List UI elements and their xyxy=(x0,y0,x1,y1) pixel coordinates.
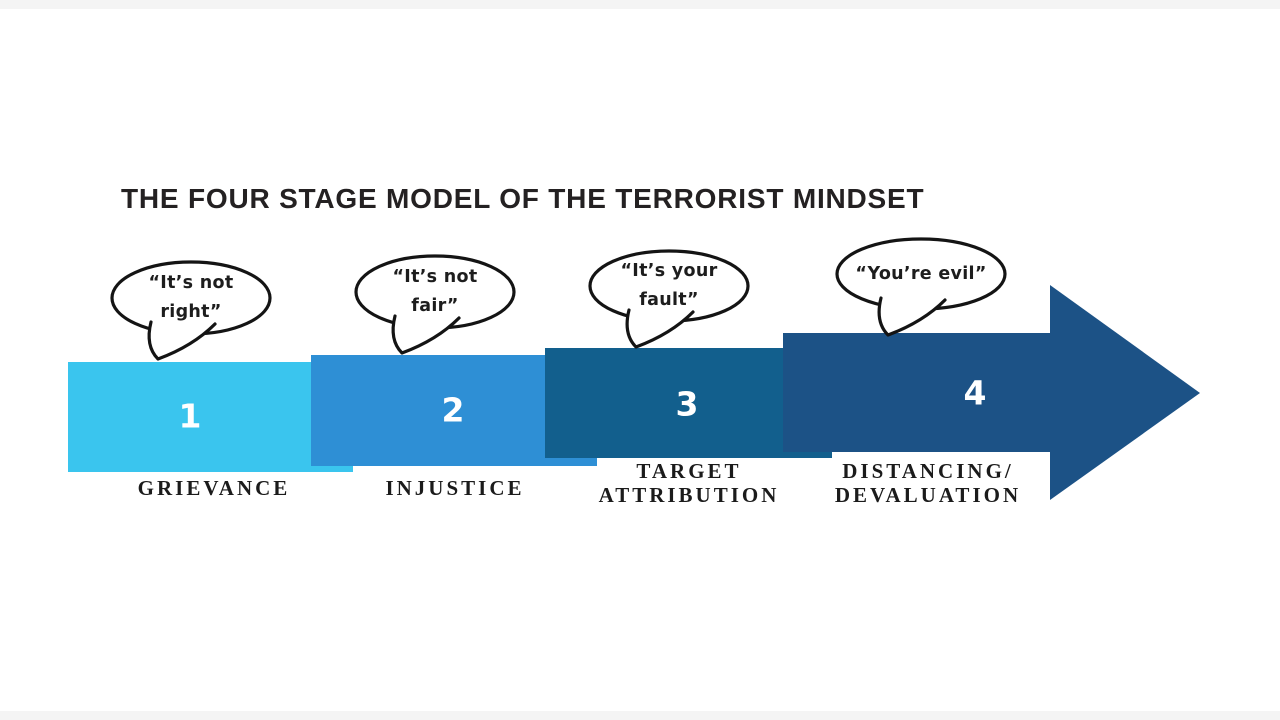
bottom-edge-strip xyxy=(0,711,1280,720)
stage-2-number: 2 xyxy=(441,390,465,430)
stage-1-bar xyxy=(68,362,353,472)
speech-bubble-2-tail xyxy=(391,314,461,355)
stage-3-number: 3 xyxy=(675,384,699,424)
speech-bubble-1 xyxy=(110,260,272,361)
stage-1-label-line-1: GRIEVANCE xyxy=(137,476,291,500)
stage-4-label: DISTANCING/ DEVALUATION xyxy=(768,459,1088,507)
stage-4-arrowhead-icon xyxy=(1050,285,1200,500)
stage-1-label: GRIEVANCE xyxy=(54,476,374,500)
stage-4-quote-line-1: “You’re evil” xyxy=(855,263,987,284)
stage-4-number: 4 xyxy=(963,373,987,413)
speech-bubble-4 xyxy=(835,237,1007,337)
speech-bubble-1-tail xyxy=(147,320,217,361)
diagram-title: THE FOUR STAGE MODEL OF THE TERRORIST MI… xyxy=(121,183,925,214)
stage-3-quote: “It’s your fault” xyxy=(564,254,774,318)
speech-bubble-3 xyxy=(588,249,750,349)
stage-2-quote: “It’s not fair” xyxy=(330,260,540,324)
stage-1-quote: “It’s not right” xyxy=(86,266,296,330)
stage-3-label-line-1: TARGET xyxy=(636,459,742,483)
stage-1-quote-line-2: right” xyxy=(160,302,222,322)
speech-bubble-3-tail xyxy=(625,308,695,349)
stage-2-label: INJUSTICE xyxy=(295,476,615,500)
stage-2-label-line-1: INJUSTICE xyxy=(385,476,525,500)
stage-1-number: 1 xyxy=(178,396,202,436)
stage-4-label-line-1: DISTANCING/ xyxy=(842,459,1014,483)
stage-3-quote-line-1: “It’s your xyxy=(620,261,718,281)
top-edge-strip xyxy=(0,0,1280,9)
speech-bubble-4-tail xyxy=(877,296,947,337)
stage-4-bar xyxy=(783,333,1052,452)
stage-2-quote-line-1: “It’s not xyxy=(392,267,478,287)
stage-3-label: TARGET ATTRIBUTION xyxy=(529,459,849,507)
stage-3-label-line-2: ATTRIBUTION xyxy=(598,483,780,507)
stage-3-quote-line-2: fault” xyxy=(639,290,699,310)
stage-4-quote: “You’re evil” xyxy=(816,242,1026,306)
speech-bubble-2 xyxy=(354,254,516,355)
stage-1-quote-line-1: “It’s not xyxy=(148,273,234,293)
stage-2-quote-line-2: fair” xyxy=(411,296,459,316)
stage-4-label-line-2: DEVALUATION xyxy=(834,483,1022,507)
